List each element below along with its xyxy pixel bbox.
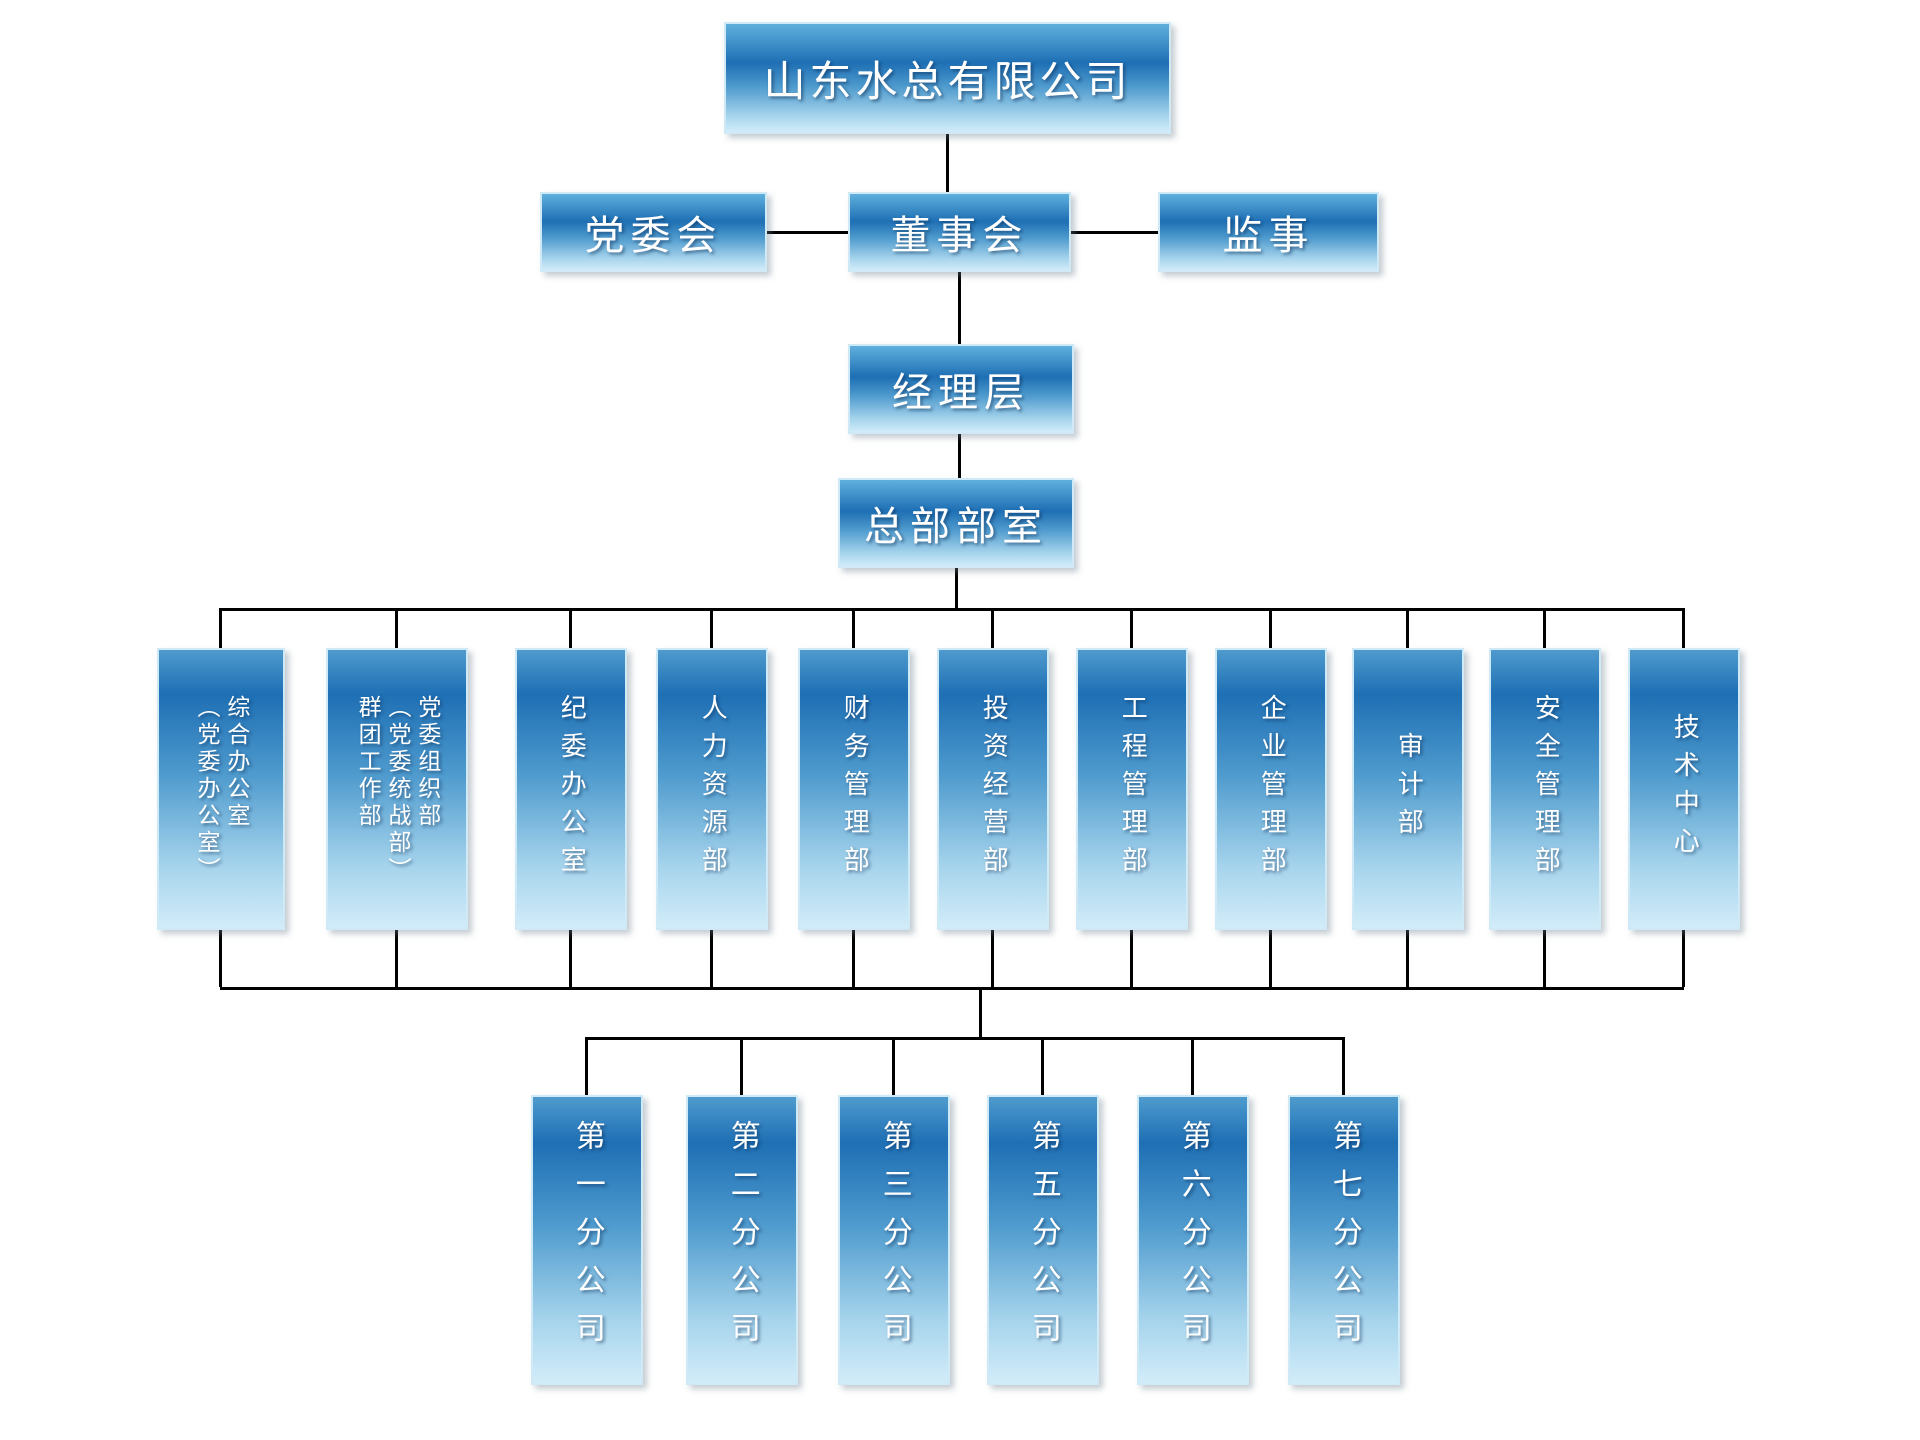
connector-branch-bus xyxy=(585,1037,1345,1040)
dept-box-organization: 党委组织部 （党委统战部） 群团工作部 xyxy=(326,648,468,930)
connector-drop-dept xyxy=(991,608,994,648)
dept-box-safety: 安全管理部 xyxy=(1489,648,1601,930)
dept-box-general-office: 综合办公室 （党委办公室） xyxy=(157,648,285,930)
connector-board-to-management xyxy=(958,272,961,344)
connector-stub-dept xyxy=(1406,930,1409,987)
org-box-company: 山东水总有限公司 xyxy=(724,22,1171,134)
branch-box-fifth: 第五分公司 xyxy=(987,1095,1099,1385)
connector-drop-branch xyxy=(1041,1037,1044,1095)
connector-stub-dept xyxy=(852,930,855,987)
connector-stub-dept xyxy=(991,930,994,987)
connector-dept-bus-top xyxy=(220,608,1684,611)
dept-box-audit: 审计部 xyxy=(1352,648,1464,930)
connector-drop-dept xyxy=(710,608,713,648)
connector-drop-branch xyxy=(1191,1037,1194,1095)
branch-box-third: 第三分公司 xyxy=(838,1095,950,1385)
dept-box-human-resources: 人力资源部 xyxy=(656,648,768,930)
connector-drop-branch xyxy=(740,1037,743,1095)
connector-stub-dept xyxy=(1130,930,1133,987)
connector-drop-branch xyxy=(1342,1037,1345,1095)
connector-stub-dept xyxy=(395,930,398,987)
connector-drop-dept xyxy=(569,608,572,648)
branch-box-sixth: 第六分公司 xyxy=(1137,1095,1249,1385)
connector-drop-dept xyxy=(1543,608,1546,648)
connector-drop-dept xyxy=(852,608,855,648)
connector-drop-dept xyxy=(1406,608,1409,648)
connector-board-to-supervisor xyxy=(1071,231,1158,234)
connector-stub-dept xyxy=(1543,930,1546,987)
org-box-management: 经理层 xyxy=(848,344,1074,434)
connector-stub-dept xyxy=(219,930,222,987)
branch-box-seventh: 第七分公司 xyxy=(1288,1095,1400,1385)
connector-drop-branch xyxy=(892,1037,895,1095)
branch-box-second: 第二分公司 xyxy=(686,1095,798,1385)
connector-hq-to-bus xyxy=(955,568,958,608)
connector-stub-dept xyxy=(710,930,713,987)
connector-stub-dept xyxy=(1269,930,1272,987)
branch-box-first: 第一分公司 xyxy=(531,1095,643,1385)
org-box-board: 董事会 xyxy=(848,192,1071,272)
connector-stub-dept xyxy=(569,930,572,987)
connector-root-to-board xyxy=(946,134,949,192)
connector-party-to-board xyxy=(767,231,848,234)
org-box-supervisor: 监事 xyxy=(1158,192,1379,272)
connector-stub-dept xyxy=(1682,930,1685,987)
dept-box-technology-center: 技术中心 xyxy=(1628,648,1740,930)
dept-box-discipline-office: 纪委办公室 xyxy=(515,648,627,930)
dept-box-investment: 投资经营部 xyxy=(937,648,1049,930)
connector-drop-dept xyxy=(1269,608,1272,648)
org-box-party-committee: 党委会 xyxy=(540,192,767,272)
connector-dept-bus-bottom xyxy=(220,987,1684,990)
connector-drop-dept xyxy=(219,608,222,648)
dept-box-engineering: 工程管理部 xyxy=(1076,648,1188,930)
connector-bus-to-branch-bus xyxy=(979,987,982,1037)
org-box-headquarters: 总部部室 xyxy=(838,478,1074,568)
dept-box-finance: 财务管理部 xyxy=(798,648,910,930)
connector-drop-dept xyxy=(1130,608,1133,648)
connector-drop-dept xyxy=(1682,608,1685,648)
connector-drop-branch xyxy=(585,1037,588,1095)
connector-drop-dept xyxy=(395,608,398,648)
connector-management-to-hq xyxy=(958,434,961,478)
dept-box-enterprise-mgmt: 企业管理部 xyxy=(1215,648,1327,930)
